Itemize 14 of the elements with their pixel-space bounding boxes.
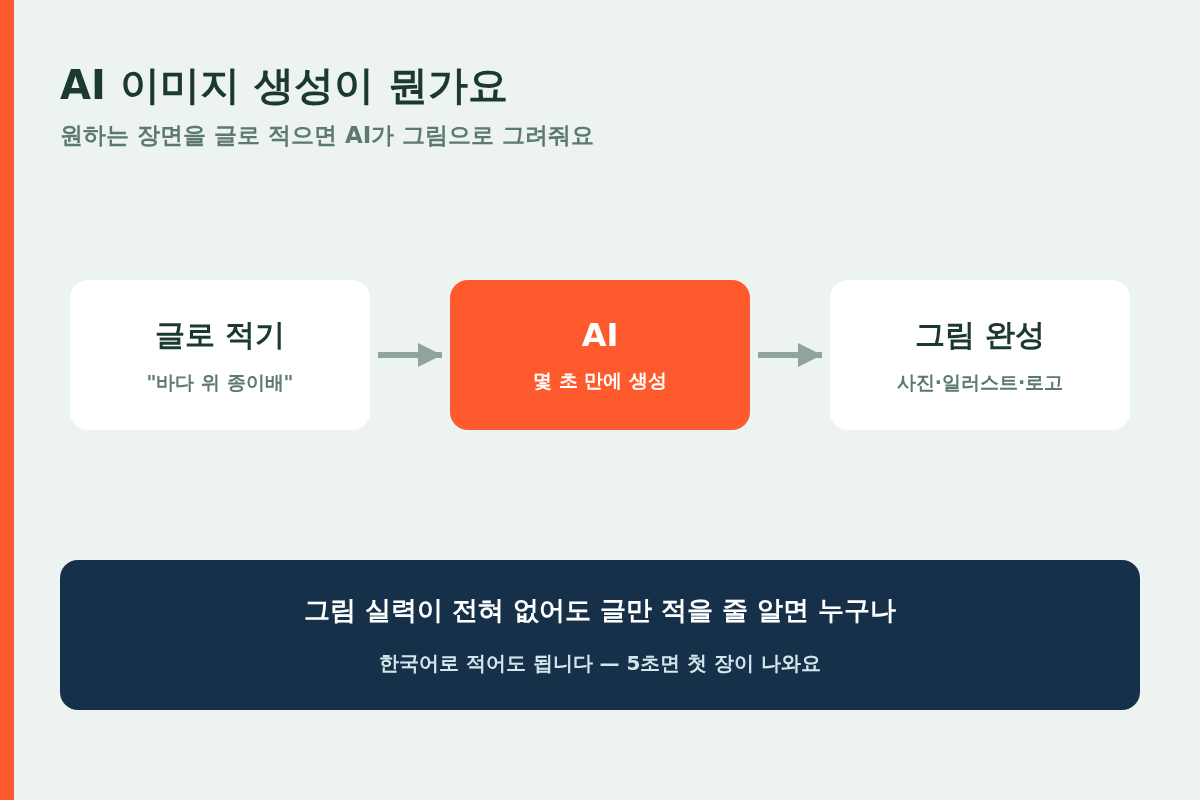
title: AI 이미지 생성이 뭔가요 [60,61,508,110]
ai-step-card [450,280,750,430]
card-heading: 그림 완성 [914,315,1046,354]
card-description: 사진·일러스트·로고 [896,369,1064,395]
summary-banner [60,560,1140,710]
arrow [758,343,822,367]
card-description: 몇 초 만에 생성 [533,368,667,393]
subtitle: 원하는 장면을 글로 적으면 AI가 그림으로 그려줘요 [60,121,595,150]
card-description: "바다 위 종이배" [146,369,294,395]
card-heading: 그림 실력이 전혀 없어도 글만 적을 줄 알면 누구나 [303,594,897,627]
card-heading: AI [581,316,619,354]
arrow [378,343,442,367]
card-heading: 글로 적기 [154,315,286,354]
card-description: 한국어로 적어도 됩니다 — 5초면 첫 장이 나와요 [378,650,822,677]
